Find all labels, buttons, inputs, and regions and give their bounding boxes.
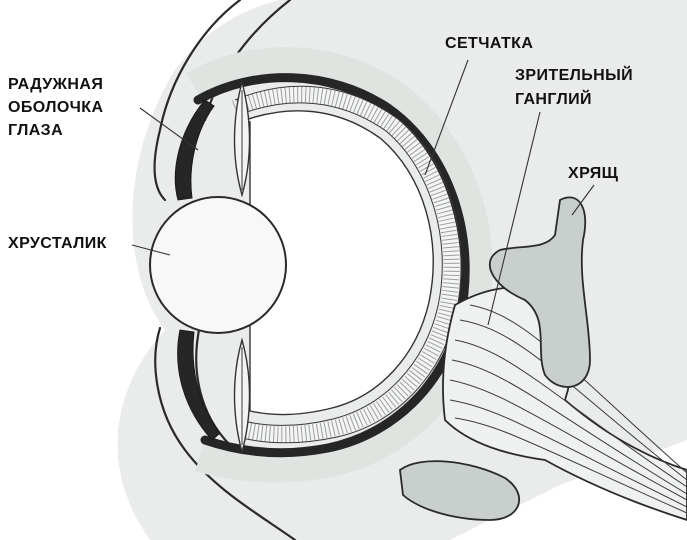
label-iris: РАДУЖНАЯ ОБОЛОЧКА ГЛАЗА (8, 76, 108, 139)
lens (150, 197, 286, 333)
label-lens: ХРУСТАЛИК (8, 235, 107, 252)
label-cartilage: ХРЯЩ (568, 165, 619, 182)
label-retina: СЕТЧАТКА (445, 35, 533, 52)
